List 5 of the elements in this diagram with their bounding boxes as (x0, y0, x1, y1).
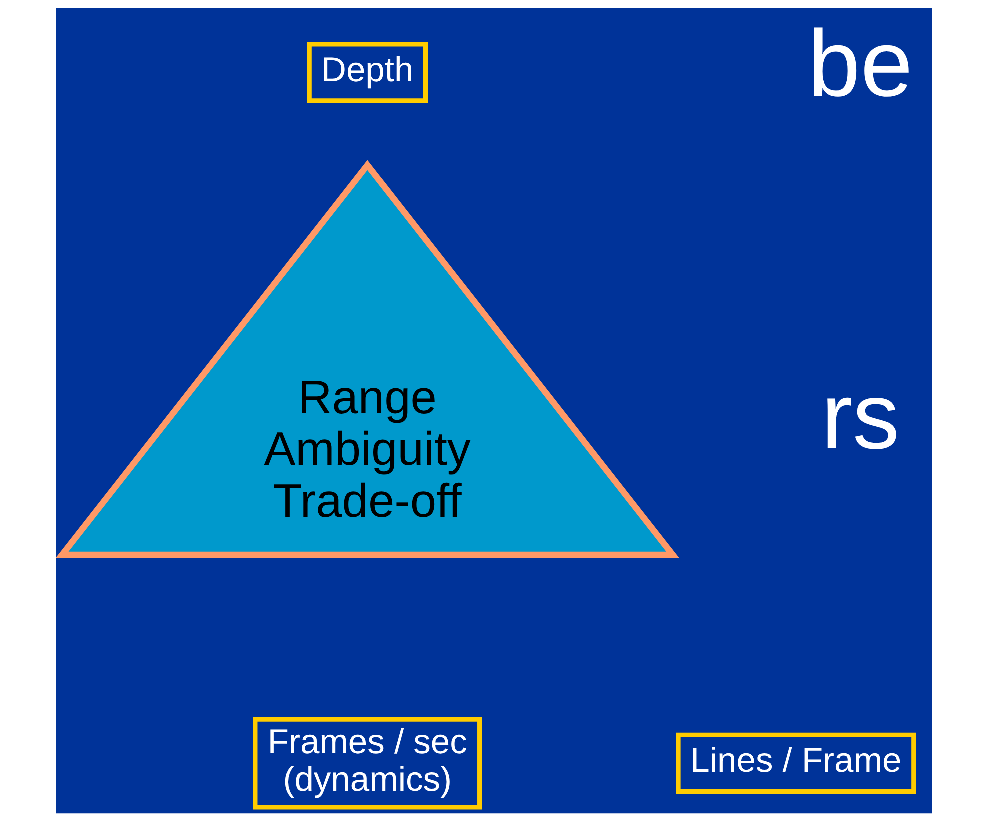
label: rs (820, 364, 900, 469)
node-box: Lines / Frame (676, 732, 916, 794)
label: be (808, 11, 912, 116)
node-box: Frames / sec (dynamics) (252, 717, 482, 810)
node-box: Depth (306, 42, 428, 104)
